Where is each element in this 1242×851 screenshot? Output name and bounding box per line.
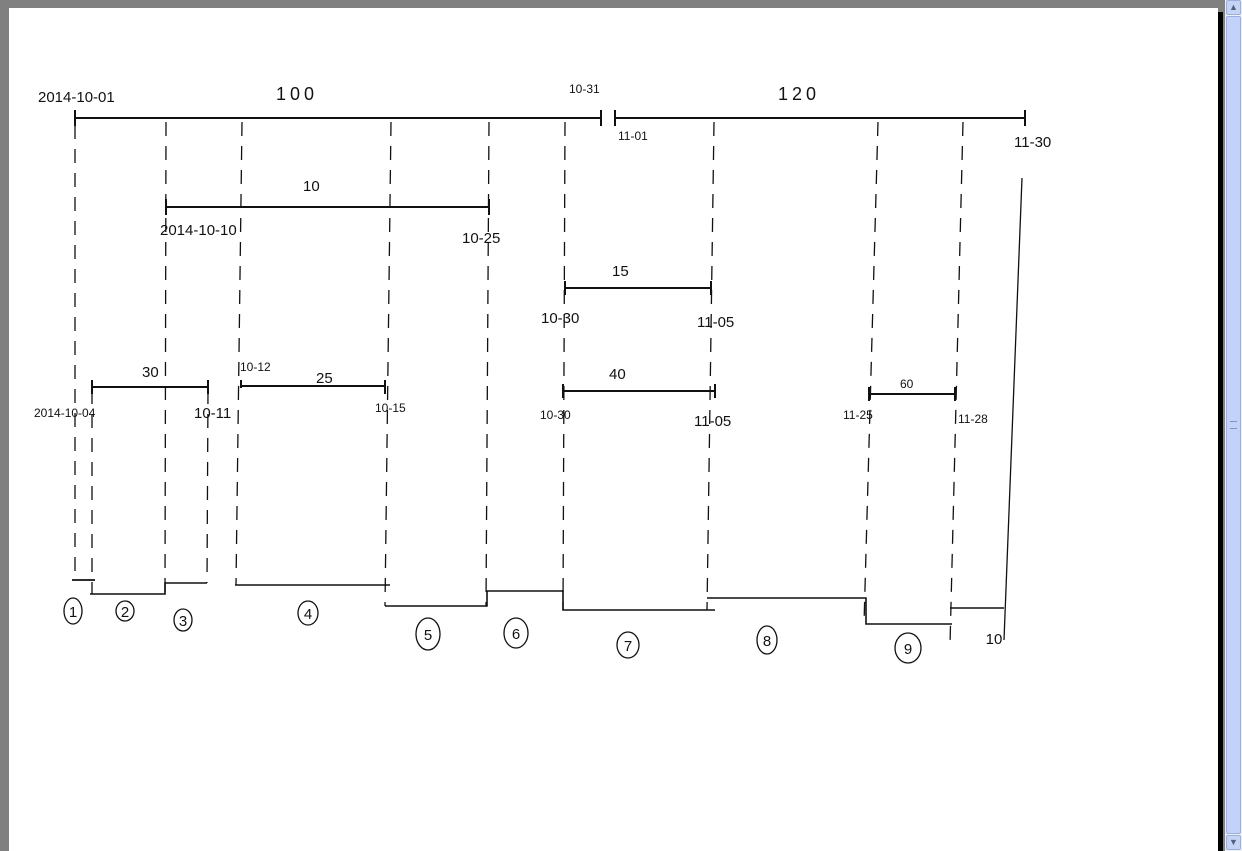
guide-line (1003, 177, 1023, 641)
guide-line (485, 121, 490, 607)
segment-value: 100 (276, 84, 318, 104)
segment-end-date: 11-05 (694, 413, 731, 430)
interval-circle (894, 632, 922, 664)
interval-label: 3 (179, 613, 187, 630)
segment-value: 15 (612, 263, 629, 280)
guide-lines (74, 121, 1023, 646)
interval-label: 10 (986, 631, 1003, 648)
interval-circle (297, 600, 319, 626)
step-profile (72, 579, 1004, 625)
interval-circle (756, 625, 778, 655)
segment-30 (91, 380, 209, 394)
segment-value: 120 (778, 84, 820, 104)
segment-40 (562, 384, 716, 398)
segment-value: 40 (609, 366, 626, 383)
interval-circle (503, 617, 529, 649)
interval-circle (173, 608, 193, 632)
guide-line (164, 121, 167, 595)
chevron-down-icon[interactable]: ▼ (1226, 835, 1241, 850)
segment-end-date: 10-11 (194, 405, 231, 422)
interval-label: 7 (624, 638, 632, 655)
guide-line (235, 121, 243, 586)
guide-line (949, 121, 964, 646)
segment-start-date: 11-25 (843, 408, 873, 422)
segment-25 (240, 380, 386, 394)
grip-icon (1230, 421, 1237, 429)
interval-circle (115, 600, 135, 622)
segment-end-date: 11-05 (697, 314, 734, 331)
segment-value: 10 (303, 178, 320, 195)
interval-label: 1 (69, 604, 77, 621)
segment-end-date: 11-28 (958, 412, 988, 426)
guide-line (206, 389, 209, 584)
document-page (9, 8, 1218, 851)
segment-end-date: 10-31 (569, 82, 600, 96)
segment-start-date: 10-12 (240, 360, 271, 374)
segment-start-date: 2014-10-01 (38, 89, 115, 106)
guide-line (384, 121, 392, 607)
interval-circle (415, 617, 441, 651)
interval-label: 4 (304, 606, 312, 623)
segment-value: 60 (900, 377, 914, 391)
interval-label: 2 (121, 604, 129, 621)
guide-line (562, 121, 566, 611)
segment-100 (74, 110, 602, 126)
segment-start-date: 2014-10-10 (160, 222, 237, 239)
segment-120 (614, 110, 1026, 126)
interval-circle (63, 597, 83, 625)
segment-end-date: 10-25 (462, 230, 500, 247)
interval-label: 8 (763, 633, 771, 650)
segment-start-date: 10-30 (541, 310, 579, 327)
vertical-scrollbar[interactable]: ▲ ▼ (1225, 0, 1242, 851)
segment-value: 25 (316, 370, 333, 387)
segment-end-date: 10-15 (375, 401, 406, 415)
segment-10 (165, 199, 490, 215)
segments (74, 110, 1026, 401)
guide-line (706, 121, 715, 611)
interval-label: 9 (904, 641, 912, 658)
segment-start-date: 10-30 (540, 408, 571, 422)
interval-label: 5 (424, 627, 432, 644)
guide-line (863, 121, 879, 625)
chevron-up-icon[interactable]: ▲ (1226, 0, 1241, 15)
page-shadow (1218, 12, 1223, 851)
interval-label: 6 (512, 626, 520, 643)
interval-circle (616, 631, 640, 659)
segment-start-date: 11-01 (618, 129, 648, 143)
interval-markers: 1 2 3 4 5 6 7 8 9 10 (63, 597, 1003, 664)
segment-value: 30 (142, 364, 159, 381)
segment-15 (564, 281, 712, 295)
segment-60 (868, 387, 956, 401)
segment-end-date: 11-30 (1014, 134, 1051, 151)
segment-start-date: 2014-10-04 (34, 406, 96, 420)
scrollbar-thumb[interactable] (1226, 16, 1241, 834)
